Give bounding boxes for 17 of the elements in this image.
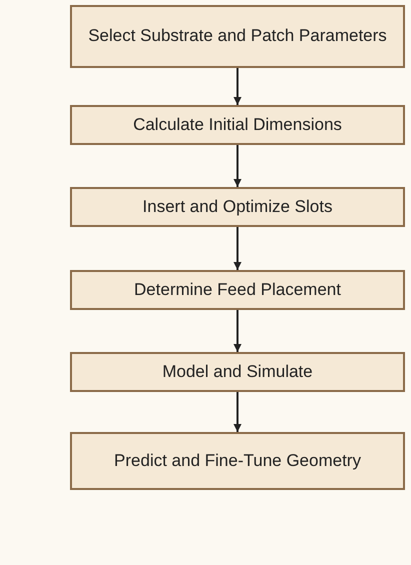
process-box xyxy=(70,270,405,310)
process-box xyxy=(70,5,405,68)
step-label: Determine Feed Placement xyxy=(133,278,342,301)
process-box xyxy=(70,105,405,145)
step-label: Select Substrate and Patch Parameters xyxy=(87,25,388,48)
process-box xyxy=(70,432,405,490)
step-label: Calculate Initial Dimensions xyxy=(132,114,343,136)
step-label: Insert and Optimize Slots xyxy=(142,196,334,218)
arrow xyxy=(234,392,242,432)
arrow xyxy=(234,227,242,270)
arrow xyxy=(234,145,242,187)
step-label: Model and Simulate xyxy=(161,360,314,383)
step-label: Predict and Fine-Tune Geometry xyxy=(113,450,362,472)
arrow xyxy=(234,68,242,105)
process-box xyxy=(70,187,405,227)
process-box xyxy=(70,352,405,392)
arrow xyxy=(234,310,242,352)
